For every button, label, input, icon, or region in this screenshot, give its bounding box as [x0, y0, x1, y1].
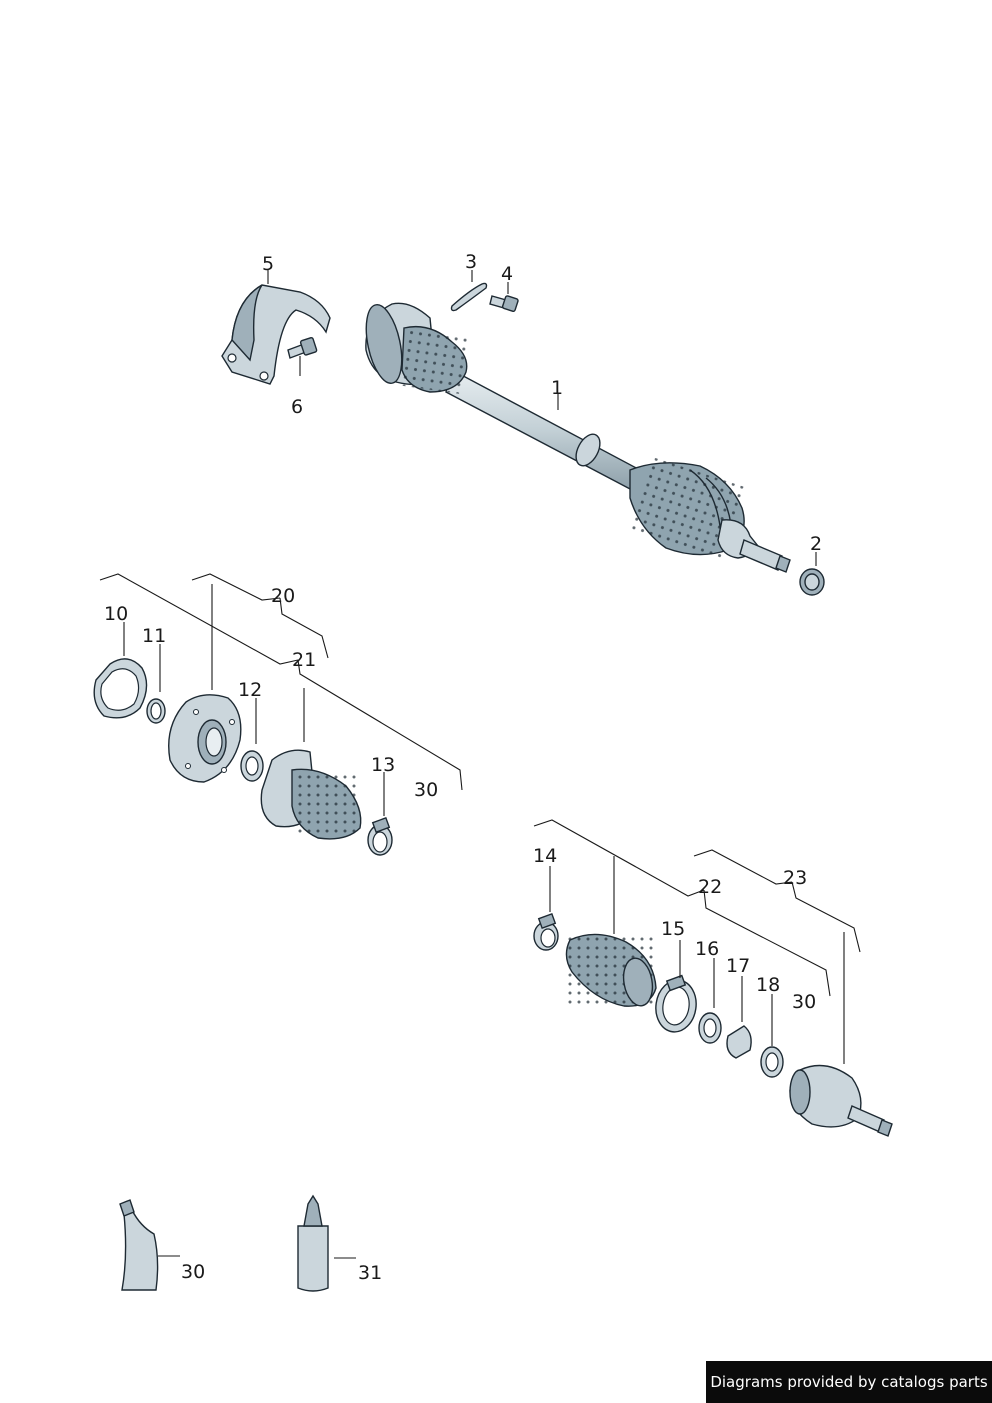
- callout-17: 17: [726, 955, 750, 977]
- callout-22: 22: [698, 876, 722, 898]
- leader-lines: [99, 270, 861, 1259]
- nut-part-2: [799, 568, 825, 596]
- spacer-part-17: [726, 1025, 752, 1059]
- callout-31: 31: [358, 1262, 382, 1284]
- grease-tube-part-30: [119, 1199, 159, 1291]
- callout-30-left: 30: [414, 779, 438, 801]
- callout-3: 3: [465, 251, 477, 273]
- cv-joint-part: [168, 694, 242, 783]
- callout-6: 6: [291, 396, 303, 418]
- callout-13: 13: [371, 754, 395, 776]
- callout-16: 16: [695, 938, 719, 960]
- callout-10: 10: [104, 603, 128, 625]
- hose-clamp-part-14: [533, 913, 559, 951]
- callout-14: 14: [533, 845, 557, 867]
- callout-21: 21: [292, 649, 316, 671]
- callout-30-right: 30: [792, 991, 816, 1013]
- retaining-clip-part-3: [450, 282, 488, 312]
- hose-clamp-part-13: [367, 817, 393, 856]
- callout-15: 15: [661, 918, 685, 940]
- outer-boot-part: [565, 933, 657, 1007]
- bolt-part-6: [287, 336, 318, 359]
- washer-part-16: [698, 1012, 722, 1044]
- callout-30-tube: 30: [181, 1261, 205, 1283]
- callout-5: 5: [262, 253, 274, 275]
- callout-2: 2: [810, 533, 822, 555]
- washer-part-12: [240, 750, 264, 782]
- callout-20: 20: [271, 585, 295, 607]
- callout-11: 11: [142, 625, 166, 647]
- circlip-part-11: [146, 698, 166, 724]
- hose-clamp-part-15: [655, 974, 697, 1033]
- credit-banner: Diagrams provided by catalogs parts: [706, 1361, 992, 1403]
- callout-23: 23: [783, 867, 807, 889]
- inner-boot-part-21: [260, 749, 362, 840]
- callout-labels: 5 6 3 4 1 2 20 10 11 21 12 13 30 14 22 2…: [104, 251, 822, 1284]
- callout-1: 1: [551, 377, 563, 399]
- gasket-part-10: [93, 658, 148, 719]
- circlip-part-18: [760, 1046, 784, 1078]
- bolt-part-4: [489, 295, 519, 313]
- callout-18: 18: [756, 974, 780, 996]
- outer-cv-joint-part-23: [789, 1064, 893, 1137]
- callout-4: 4: [501, 263, 513, 285]
- heat-shield-part: [221, 284, 331, 385]
- sealant-bottle-part-31: [297, 1194, 329, 1292]
- drive-shaft-part-1: [365, 302, 791, 573]
- callout-12: 12: [238, 679, 262, 701]
